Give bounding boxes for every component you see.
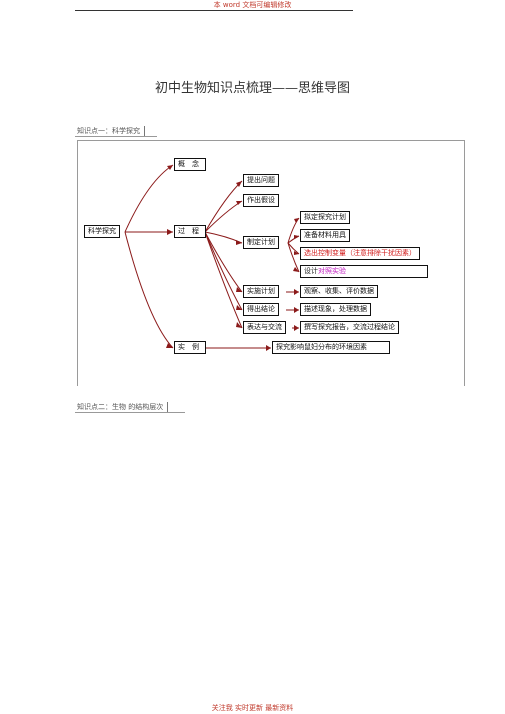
arrowhead-implement-detail (294, 289, 299, 295)
connector-process-implement (204, 231, 243, 293)
arrowhead-express (236, 322, 242, 328)
arrowhead-example (166, 343, 173, 348)
node-conclude-detail: 描述现象，处理数据 (300, 303, 371, 316)
node-example-detail: 探究影响鼠妇分布的环境因素 (272, 341, 390, 354)
arrowhead-example-detail (266, 345, 271, 351)
connector-plan-control (287, 242, 300, 255)
node-ask: 提出问题 (243, 174, 279, 187)
node-plan: 制定计划 (243, 236, 279, 249)
arrowhead-ask (236, 181, 242, 187)
arrowhead-implement (236, 287, 242, 292)
mindmap-diagram: 科学探究 概 念 过 程 实 例 提出问题 作出假设 制定计划 实施计划 得出结… (77, 140, 465, 386)
node-express-detail: 撰写探究报告，交流过程结论 (300, 321, 399, 334)
node-plan-control: 选出控制变量（注意排除干扰因素） (300, 247, 420, 260)
node-example: 实 例 (174, 341, 206, 354)
node-plan-design-prefix: 设计 (304, 267, 318, 275)
node-process: 过 程 (174, 225, 206, 238)
connector-process-ask (204, 180, 243, 233)
node-plan-materials: 准备材料用具 (300, 229, 350, 242)
arrowhead-design (293, 267, 299, 272)
section-label-1: 知识点一：科学探究 (77, 126, 145, 137)
connector-process-express (204, 231, 243, 329)
arrowhead-express-detail (294, 325, 299, 331)
page-title: 初中生物知识点梳理——思维导图 (154, 81, 350, 96)
header-rule (75, 10, 353, 11)
node-express: 表达与交流 (243, 321, 286, 334)
arrowhead-process (167, 229, 173, 235)
node-plan-design: 设计对照实验 (300, 265, 428, 278)
node-plan-design-suffix: 对照实验 (318, 267, 346, 275)
arrowhead-draft (294, 218, 299, 223)
node-concept: 概 念 (174, 158, 206, 171)
connector-root-example (124, 231, 174, 349)
node-implement-detail: 观察、收集、评价数据 (300, 285, 378, 298)
connector-process-conclude (204, 231, 243, 311)
node-implement: 实施计划 (243, 285, 279, 298)
header-note: 本 word 文档可编辑修改 (213, 1, 292, 9)
node-root: 科学探究 (84, 225, 120, 238)
connector-process-hypo (204, 200, 243, 233)
arrowhead-hypo (236, 201, 242, 205)
arrowhead-conclude-detail (294, 307, 299, 313)
connector-root-concept (124, 164, 174, 233)
node-conclude: 得出结论 (243, 303, 279, 316)
connector-plan-design (287, 242, 300, 273)
arrowhead-materials (294, 235, 299, 239)
section-2-underline (75, 412, 185, 413)
node-hypothesis: 作出假设 (243, 194, 279, 207)
arrowhead-concept (167, 165, 173, 170)
section-1-underline (75, 136, 157, 137)
arrowhead-conclude (236, 305, 242, 310)
mindmap-connectors (124, 164, 300, 351)
arrowhead-control (294, 251, 299, 255)
node-plan-draft: 拟定探究计划 (300, 211, 350, 224)
arrowhead-plan (236, 240, 242, 245)
footer-note: 关注我 实时更新 最新资料 (211, 704, 294, 712)
section-label-2: 知识点二：生物 的结构层次 (77, 402, 169, 413)
